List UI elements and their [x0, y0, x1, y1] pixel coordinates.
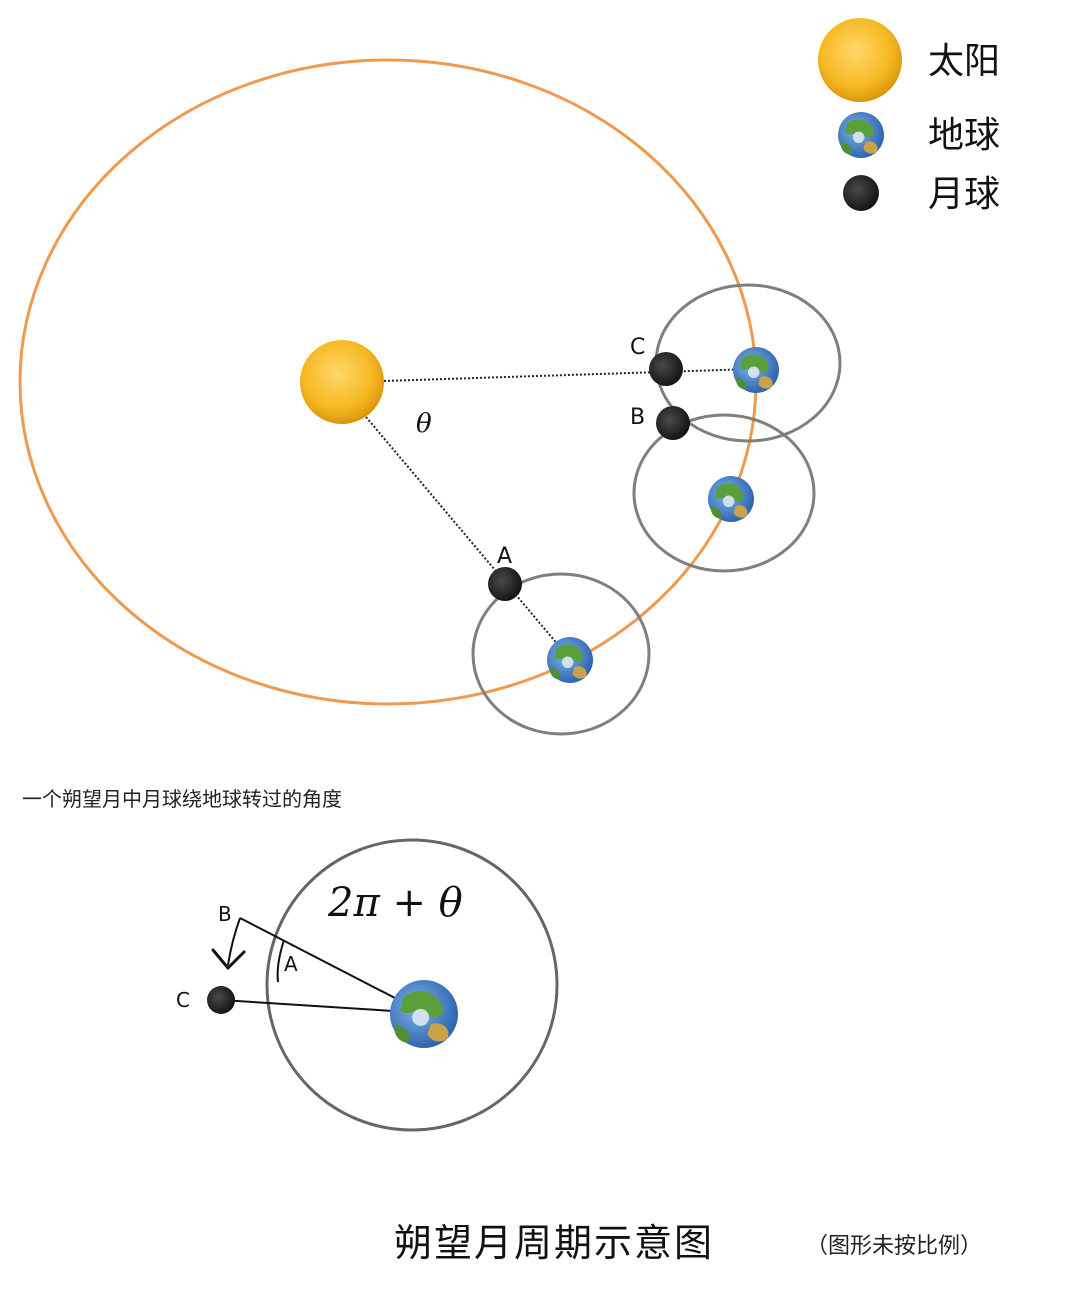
earth-orbit: [18, 58, 758, 706]
legend-earth-label: 地球: [928, 115, 1001, 156]
bottom-point-a-label: A: [284, 952, 298, 976]
angle-arc-a: [276, 939, 285, 983]
legend-sun-label: 太阳: [928, 41, 1001, 82]
legend-moon-label: 月球: [928, 174, 1001, 215]
moon-orbit-b: [632, 413, 816, 573]
bottom-diagram-caption: 一个朔望月中月球绕地球转过的角度: [22, 787, 342, 811]
scale-note: （图形未按比例）: [806, 1234, 983, 1259]
moon-b: [656, 406, 690, 440]
earth-icon: [838, 112, 884, 158]
earth-position-a: [547, 637, 593, 683]
point-c-label: C: [630, 335, 645, 360]
sun-to-a-line: [365, 416, 571, 660]
moon-icon: [843, 175, 879, 211]
theta-label: θ: [416, 409, 432, 439]
point-b-label: B: [630, 405, 645, 430]
point-a-label: A: [497, 544, 512, 569]
earth-position-c: [733, 347, 779, 393]
earth-to-b-line: [239, 917, 425, 1014]
page-title: 朔望月周期示意图: [394, 1221, 715, 1265]
sun: [300, 340, 384, 424]
moon-c: [649, 352, 683, 386]
sun-icon: [818, 18, 902, 102]
moon-bottom: [207, 986, 235, 1014]
angle-formula: 2π + θ: [327, 880, 463, 926]
earth-bottom: [390, 980, 458, 1048]
earth-position-b: [708, 476, 754, 522]
moon-orbit-large: [265, 838, 559, 1132]
sun-to-c-line: [383, 368, 753, 382]
motion-arc-arrow: [227, 917, 241, 966]
bottom-point-b-label: B: [218, 902, 232, 926]
arrowhead-icon: [211, 948, 246, 970]
moon-a: [488, 567, 522, 601]
bottom-point-c-label: C: [176, 988, 190, 1012]
moon-orbit-a: [471, 572, 651, 736]
